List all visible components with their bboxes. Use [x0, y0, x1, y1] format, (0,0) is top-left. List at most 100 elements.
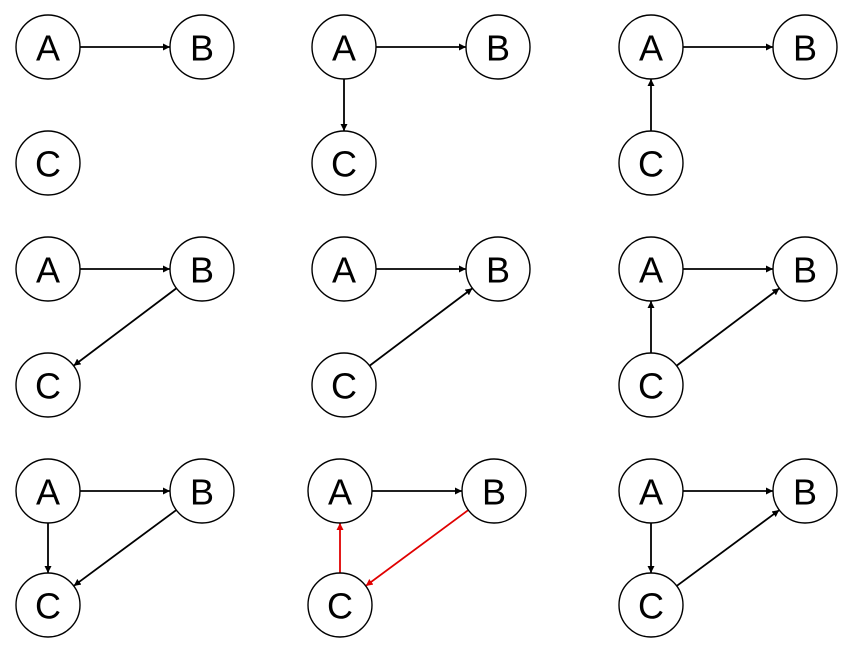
graph-panel-6: A B C [618, 236, 838, 418]
node-circle [618, 236, 684, 302]
node-b: B [169, 236, 235, 302]
node-label: C [638, 586, 664, 627]
node-circle [772, 458, 838, 524]
node-circle [772, 14, 838, 80]
node-label: B [793, 472, 817, 513]
node-b: B [461, 458, 527, 524]
graph-panel-4: A B C [15, 236, 235, 418]
node-circle [15, 236, 81, 302]
node-label: C [331, 144, 357, 185]
node-label: A [639, 28, 663, 69]
node-circle [465, 236, 531, 302]
node-a: A [15, 458, 81, 524]
node-c: C [15, 572, 81, 638]
edges-group [336, 487, 469, 587]
graph-panel-7: A B C [15, 458, 235, 638]
node-label: C [638, 366, 664, 407]
node-a: A [311, 14, 377, 80]
edge-b-to-c-highlighted [365, 509, 469, 587]
node-circle [461, 458, 527, 524]
graph-panel-2: A B C [311, 14, 531, 196]
node-a: A [311, 236, 377, 302]
node-label: A [332, 28, 356, 69]
edges-group [73, 265, 177, 367]
node-a: A [618, 458, 684, 524]
node-circle [15, 14, 81, 80]
node-label: B [190, 250, 214, 291]
node-circle [15, 458, 81, 524]
graph-panel-5: A B C [311, 236, 531, 418]
node-circle [15, 130, 81, 196]
edge-c-to-b [369, 287, 473, 367]
node-circle [772, 236, 838, 302]
node-circle [618, 458, 684, 524]
node-circle [311, 352, 377, 418]
graph-panel-9: A B C [618, 458, 838, 638]
edges-group [647, 265, 780, 367]
edge-c-to-b [676, 509, 780, 587]
edges-group [340, 43, 466, 131]
node-c: C [618, 352, 684, 418]
node-b: B [465, 14, 531, 80]
node-circle [311, 14, 377, 80]
node-c: C [618, 572, 684, 638]
node-label: A [332, 250, 356, 291]
graph-panel-1: A B C [15, 14, 235, 196]
node-circle [618, 14, 684, 80]
node-c: C [618, 130, 684, 196]
node-b: B [772, 236, 838, 302]
edge-c-to-b [676, 287, 780, 367]
node-label: B [482, 472, 506, 513]
node-circle [169, 458, 235, 524]
node-label: C [331, 366, 357, 407]
node-c: C [15, 130, 81, 196]
node-label: B [486, 250, 510, 291]
node-label: A [639, 472, 663, 513]
node-label: C [35, 586, 61, 627]
node-circle [307, 458, 373, 524]
node-b: B [169, 458, 235, 524]
node-label: B [190, 28, 214, 69]
edge-b-to-c [73, 287, 177, 367]
node-label: C [35, 366, 61, 407]
node-circle [618, 572, 684, 638]
node-a: A [15, 14, 81, 80]
panels-layer: A B C A B C A B C A B C A B C A B C A B C A B C A B C [15, 14, 838, 638]
node-label: C [638, 144, 664, 185]
edges-group [647, 43, 773, 131]
node-a: A [15, 236, 81, 302]
node-label: A [36, 28, 60, 69]
node-label: A [36, 250, 60, 291]
node-b: B [772, 14, 838, 80]
node-label: B [793, 250, 817, 291]
node-a: A [618, 236, 684, 302]
node-label: A [639, 250, 663, 291]
node-circle [15, 352, 81, 418]
node-label: C [35, 144, 61, 185]
node-label: B [486, 28, 510, 69]
node-circle [169, 14, 235, 80]
node-circle [465, 14, 531, 80]
node-label: B [190, 472, 214, 513]
node-b: B [169, 14, 235, 80]
node-label: B [793, 28, 817, 69]
node-c: C [311, 130, 377, 196]
node-circle [307, 572, 373, 638]
node-circle [618, 130, 684, 196]
node-b: B [465, 236, 531, 302]
node-circle [15, 572, 81, 638]
node-a: A [618, 14, 684, 80]
graph-panel-8: A B C [307, 458, 527, 638]
node-circle [311, 130, 377, 196]
node-circle [618, 352, 684, 418]
node-label: C [327, 586, 353, 627]
node-c: C [307, 572, 373, 638]
edges-group [44, 487, 177, 587]
node-a: A [307, 458, 373, 524]
node-circle [169, 236, 235, 302]
graph-panel-3: A B C [618, 14, 838, 196]
edges-group [647, 487, 780, 587]
edges-group [369, 265, 473, 367]
node-label: A [36, 472, 60, 513]
